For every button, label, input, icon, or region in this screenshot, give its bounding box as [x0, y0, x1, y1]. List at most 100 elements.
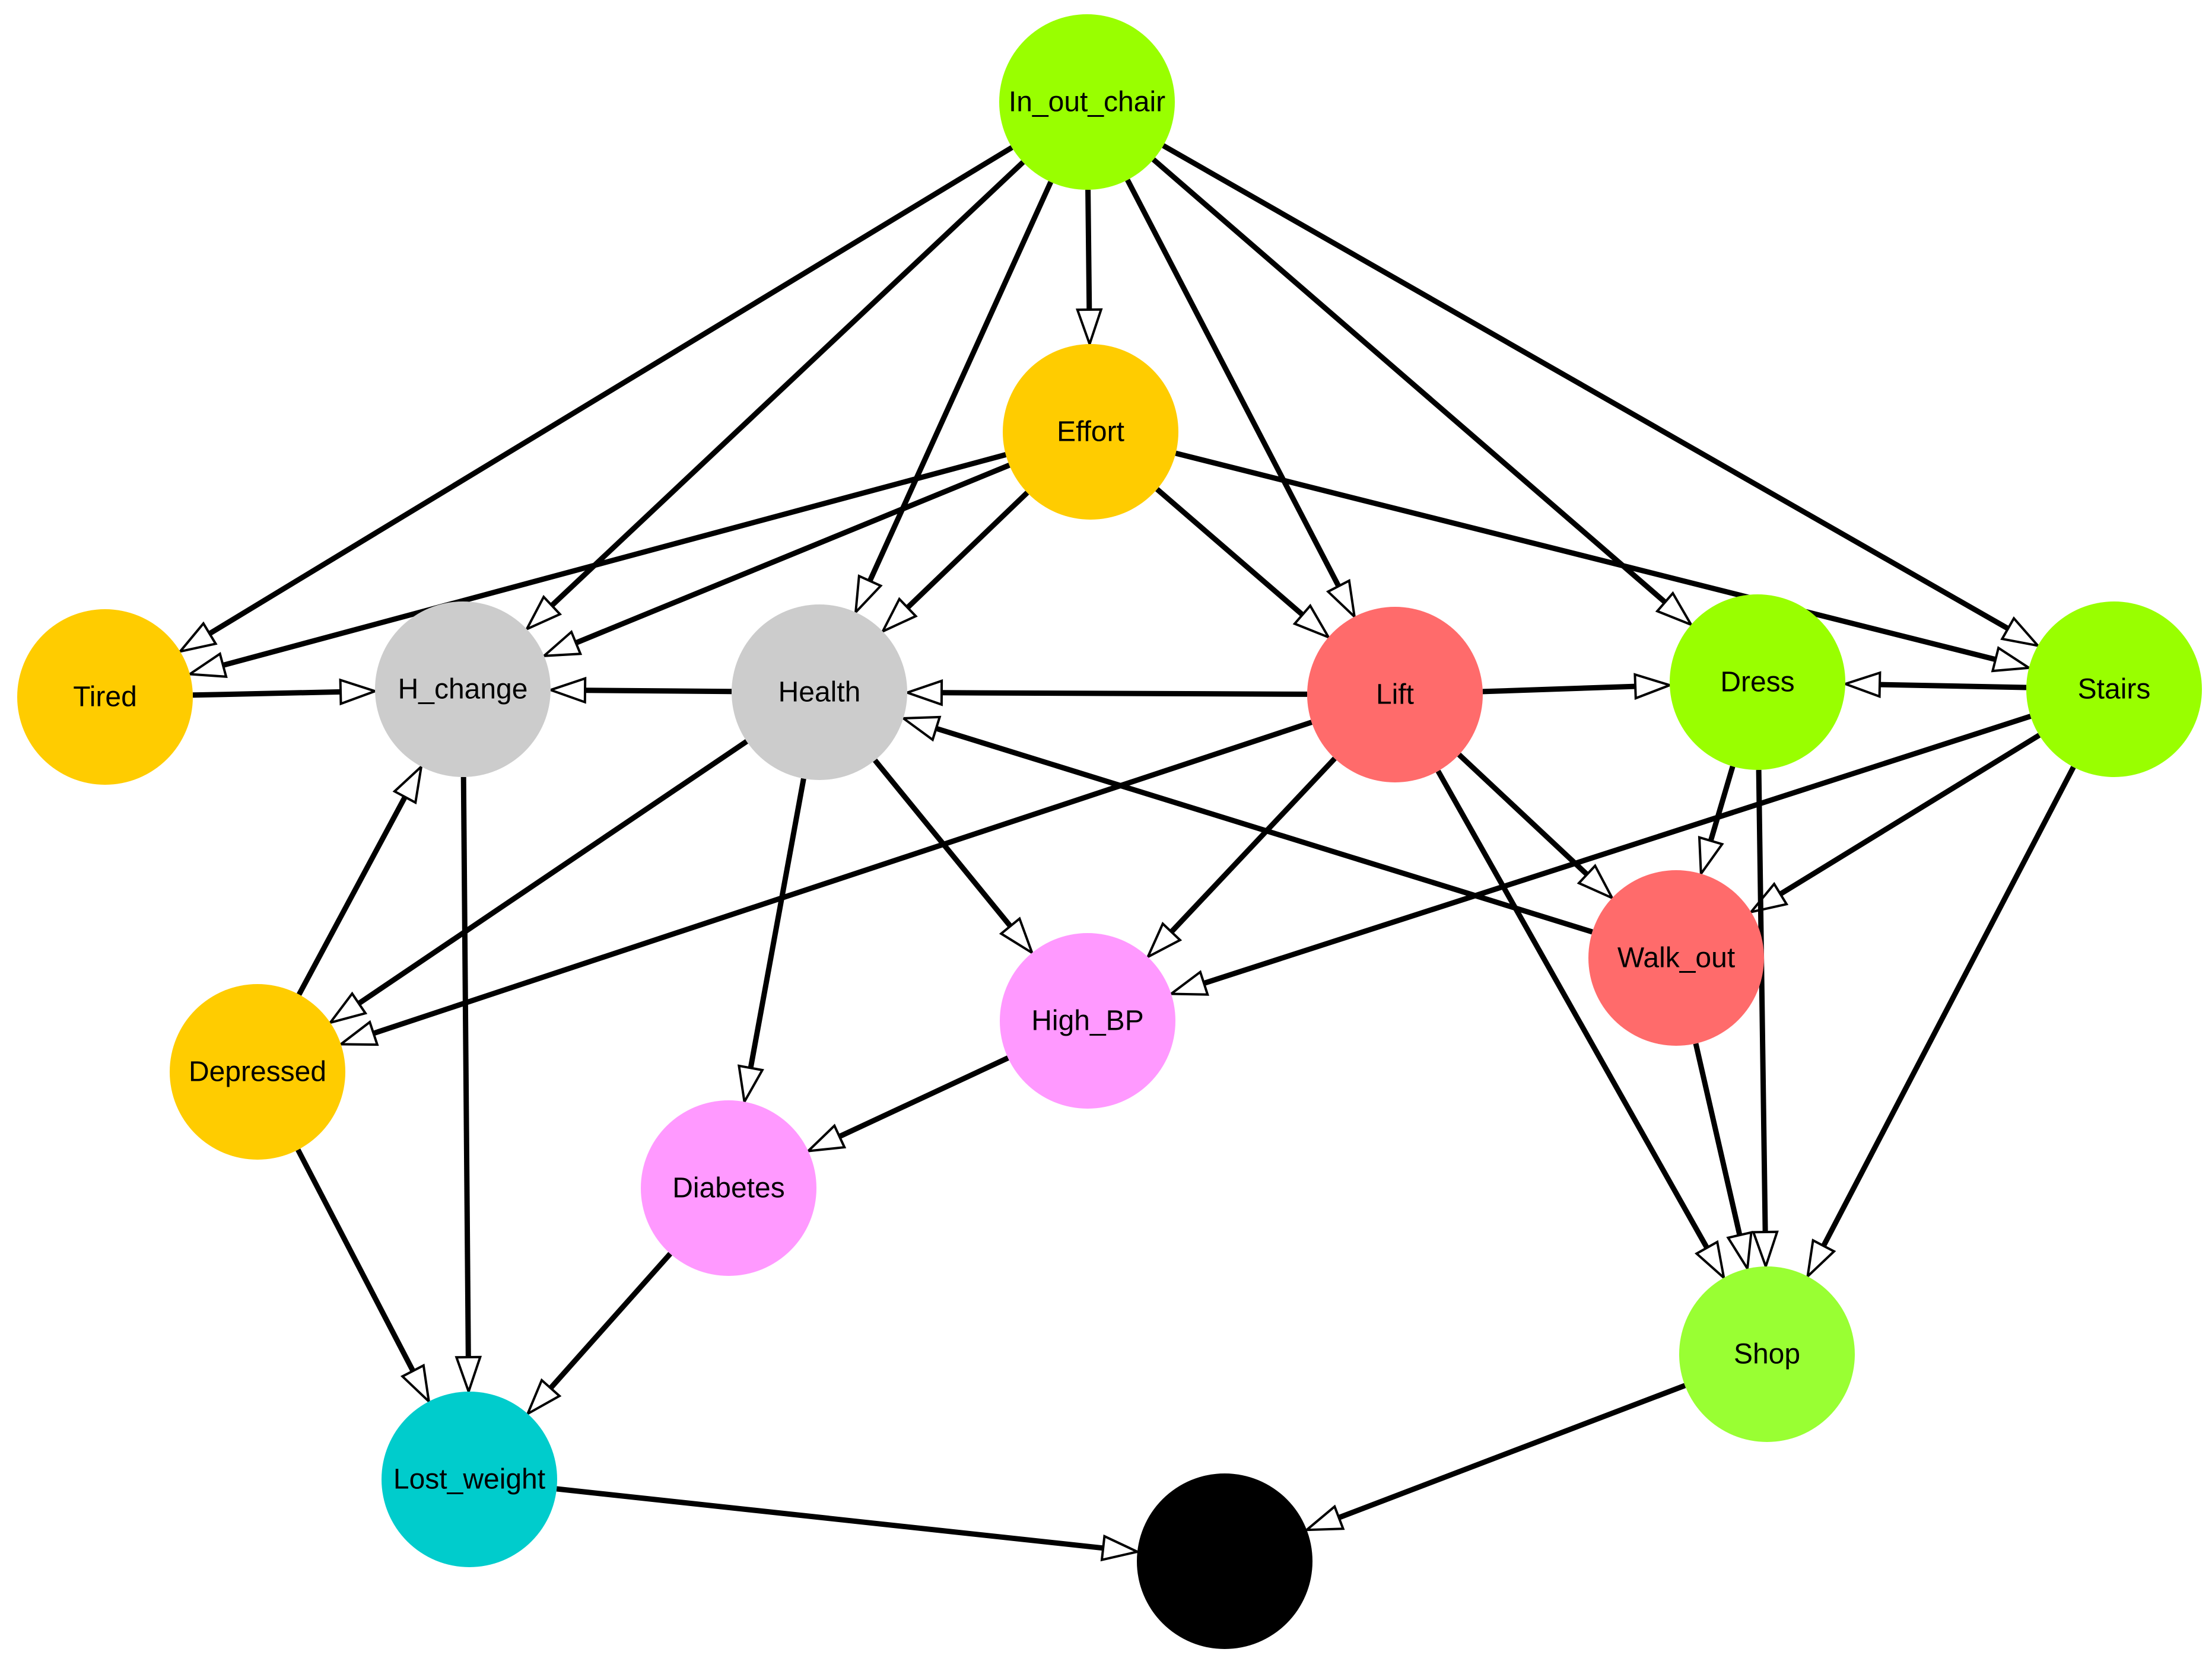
edge-line [1708, 765, 1736, 842]
edge-line [208, 145, 1013, 636]
edge-line [222, 452, 1007, 668]
edge-line [460, 776, 471, 1358]
arrow-head [1303, 1504, 1345, 1532]
arrow-head [400, 1363, 431, 1405]
edge-depressed-to-h_change [297, 763, 423, 996]
arrow-head [999, 916, 1035, 956]
edge-line [1162, 143, 2010, 631]
edge-line [1756, 769, 1768, 1233]
edge-shop-to-outcome [1303, 1383, 1686, 1532]
node-diabetes: Diabetes [641, 1100, 816, 1276]
arrow-head [1655, 591, 1694, 628]
arrow-head [1633, 673, 1674, 700]
edge-line [1169, 756, 1337, 934]
arrow-head [1145, 921, 1183, 960]
edge-line [574, 463, 1010, 645]
node-depressed: Depressed [170, 984, 345, 1160]
arrow-head [900, 715, 942, 742]
edge-lift-to-high_bp [1145, 756, 1337, 960]
edge-line [549, 160, 1025, 608]
arrow-head [880, 597, 918, 634]
arrow-head [1292, 603, 1331, 640]
node-stairs: Stairs [2026, 601, 2202, 777]
edge-line [548, 1252, 672, 1390]
arrow-head [1100, 1534, 1141, 1562]
edge-high_bp-to-diabetes [805, 1055, 1009, 1153]
edge-stairs-to-shop [1806, 766, 2076, 1280]
node-circle [1307, 607, 1483, 782]
edge-line [1879, 682, 2027, 690]
edge-line [1175, 450, 1997, 663]
edge-line [867, 180, 1053, 582]
arrow-head [1752, 1230, 1779, 1271]
node-circle [375, 601, 551, 777]
arrow-head [546, 676, 587, 704]
node-in-out-chair: In_out_chair [999, 14, 1175, 190]
edge-lost_weight-to-outcome [556, 1486, 1141, 1562]
node-label: Dress [1720, 667, 1794, 698]
node-circle [1588, 870, 1764, 1046]
edge-stairs-to-high_bp [1167, 714, 2032, 996]
node-label: Walk_out [1617, 943, 1735, 974]
node-label: Health [778, 677, 861, 708]
node-high-bp: High_BP [1000, 933, 1175, 1109]
edge-line [1482, 683, 1636, 695]
edge-line [1457, 752, 1589, 877]
node-label: High_BP [1031, 1005, 1143, 1037]
node-shop: Shop [1679, 1266, 1855, 1442]
arrow-head [1841, 671, 1882, 698]
edge-lift-to-dress [1482, 673, 1674, 700]
arrow-head [455, 1355, 482, 1396]
arrow-head [854, 574, 883, 616]
edge-line [905, 491, 1029, 610]
edge-walk_out-to-health [900, 715, 1593, 935]
edge-line [297, 795, 408, 996]
arrow-head [1326, 578, 1356, 620]
edge-effort-to-tired [186, 452, 1007, 678]
edge-line [1337, 1383, 1686, 1520]
arrow-head [1167, 970, 1209, 996]
edge-h_change-to-lost_weight [455, 776, 482, 1396]
arrow-head [2000, 616, 2041, 648]
node-label: H_change [398, 674, 528, 705]
edges-layer [177, 143, 2076, 1562]
arrow-head [1991, 646, 2033, 673]
edge-effort-to-stairs [1175, 450, 2033, 673]
node-label: Lost_weight [393, 1464, 545, 1495]
node-lift: Lift [1307, 607, 1483, 782]
arrow-head [524, 594, 562, 632]
arrow-head [525, 1378, 562, 1416]
edge-diabetes-to-lost_weight [525, 1252, 672, 1416]
node-h-change: H_change [375, 601, 551, 777]
node-walk-out: Walk_out [1588, 870, 1764, 1046]
node-circle [641, 1100, 816, 1276]
edge-line [1151, 157, 1667, 604]
node-circle [1679, 1266, 1855, 1442]
node-dress: Dress [1670, 594, 1845, 770]
edge-in_out_chair-to-tired [177, 145, 1013, 654]
node-lost-weight: Lost_weight [382, 1392, 557, 1567]
arrow-head [186, 651, 228, 678]
node-circle [732, 604, 907, 780]
node-circle [999, 14, 1175, 190]
edge-line [1779, 733, 2041, 897]
edge-lift-to-shop [1435, 769, 1726, 1281]
node-label: Shop [1734, 1339, 1800, 1370]
arrow-head [327, 991, 368, 1025]
arrow-head [1577, 864, 1615, 900]
edge-health-to-diabetes [738, 778, 806, 1106]
edge-stairs-to-dress [1841, 671, 2027, 698]
arrow-head [1075, 308, 1103, 348]
edge-line [838, 1055, 1009, 1139]
edge-line [1085, 189, 1092, 310]
node-circle [1000, 933, 1175, 1109]
node-label: Diabetes [672, 1173, 784, 1204]
edge-dress-to-shop [1752, 769, 1779, 1271]
edge-line [1821, 766, 2076, 1247]
arrow-head [177, 621, 218, 654]
edge-line [1435, 769, 1709, 1249]
edge-in_out_chair-to-health [854, 180, 1053, 616]
edge-line [1125, 179, 1341, 588]
